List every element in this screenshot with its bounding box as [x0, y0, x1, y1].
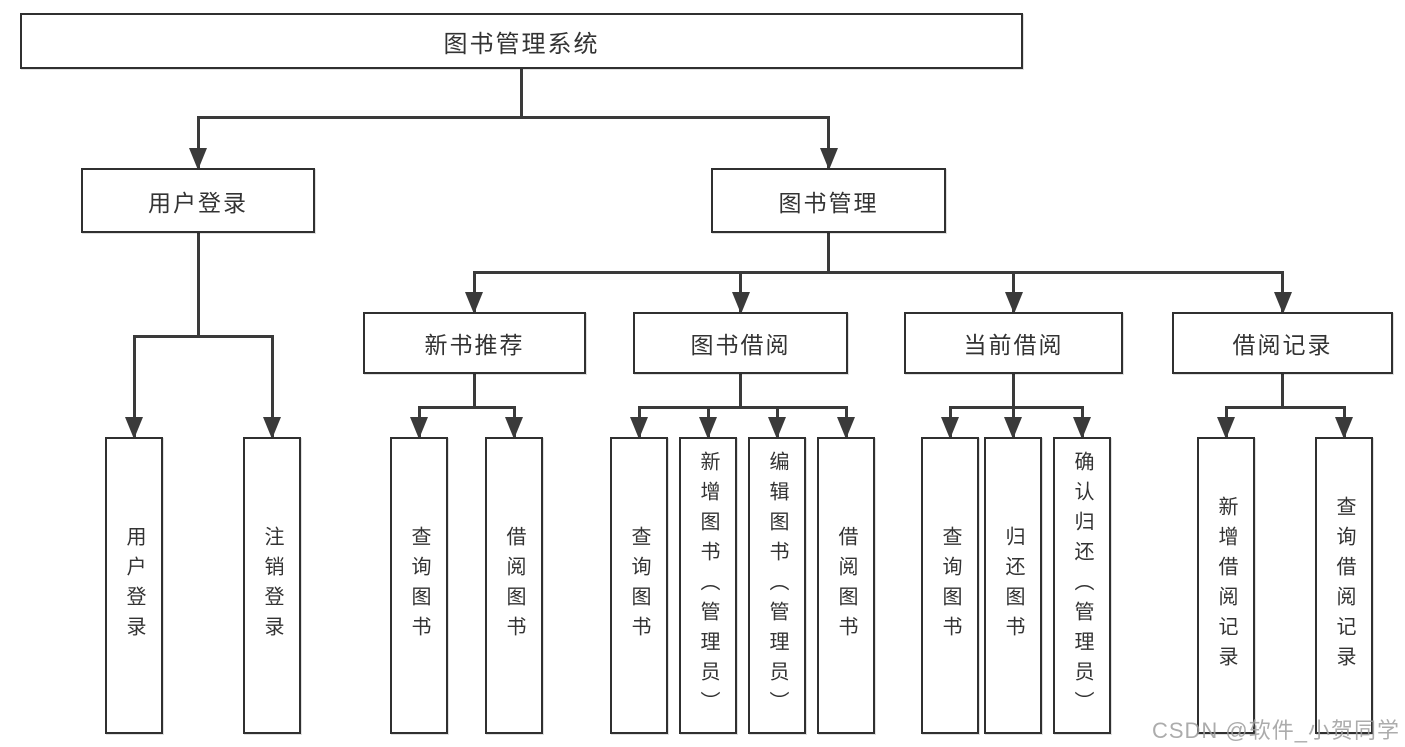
arrow-down-icon: [630, 417, 648, 439]
arrow-down-icon: [263, 417, 281, 439]
leaf-return-book: 归还图书: [984, 437, 1042, 734]
csdn-watermark: CSDN @软件_小贺同学: [1151, 718, 1400, 743]
leaf-add-borrow-record: 新增借阅记录: [1197, 437, 1255, 734]
leaf-edit-book-admin: 编辑图书（管理员）: [748, 437, 806, 734]
arrow-down-icon: [819, 148, 838, 170]
node-book-management: 图书管理: [711, 168, 946, 233]
leaf-add-book-admin: 新增图书（管理员）: [679, 437, 737, 734]
leaf-borrow-book-under-borrowing: 借阅图书: [817, 437, 875, 734]
node-current-borrowing: 当前借阅: [904, 312, 1123, 374]
arrow-down-icon: [410, 417, 428, 439]
leaf-borrow-book-under-recommend: 借阅图书: [485, 437, 543, 734]
node-user-login: 用户登录: [81, 168, 315, 233]
arrow-down-icon: [731, 292, 750, 314]
arrow-down-icon: [1217, 417, 1235, 439]
arrow-down-icon: [1073, 417, 1091, 439]
arrow-down-icon: [837, 417, 855, 439]
leaf-user-login: 用户登录: [105, 437, 163, 734]
arrow-down-icon: [699, 417, 717, 439]
connector-hline: [1224, 405, 1346, 409]
leaf-query-book-under-borrowing: 查询图书: [610, 437, 668, 734]
arrow-down-icon: [941, 417, 959, 439]
node-new-book-recommend: 新书推荐: [363, 312, 586, 374]
arrow-down-icon: [1004, 292, 1023, 314]
connector-vline: [132, 336, 136, 437]
leaf-query-borrow-record: 查询借阅记录: [1315, 437, 1373, 734]
arrow-down-icon: [1335, 417, 1353, 439]
connector-hline: [948, 405, 1084, 409]
connector-vline: [827, 117, 830, 168]
arrow-down-icon: [1004, 417, 1022, 439]
leaf-logout: 注销登录: [243, 437, 301, 734]
leaf-query-book-under-recommend: 查询图书: [390, 437, 448, 734]
arrow-down-icon: [189, 148, 207, 170]
arrow-down-icon: [768, 417, 786, 439]
connector-hline: [132, 334, 274, 338]
connector-hline: [417, 405, 516, 409]
connector-vline: [520, 69, 523, 119]
connector-vline: [473, 374, 476, 409]
node-book-borrowing: 图书借阅: [633, 312, 848, 374]
connector-vline: [827, 233, 830, 274]
node-borrowing-records: 借阅记录: [1172, 312, 1393, 374]
node-library-management-system: 图书管理系统: [20, 13, 1023, 69]
arrow-down-icon: [125, 417, 143, 439]
arrow-down-icon: [465, 292, 483, 314]
connector-hline: [637, 405, 848, 409]
arrow-down-icon: [1273, 292, 1292, 314]
connector-vline: [1012, 374, 1015, 409]
arrow-down-icon: [505, 417, 523, 439]
connector-vline: [270, 336, 274, 437]
connector-vline: [196, 117, 200, 168]
leaf-confirm-return-admin: 确认归还（管理员）: [1053, 437, 1111, 734]
connector-hline: [196, 115, 830, 119]
leaf-query-book-under-current: 查询图书: [921, 437, 979, 734]
connector-vline: [739, 374, 742, 409]
connector-vline: [196, 233, 200, 338]
connector-vline: [1281, 374, 1284, 409]
connector-hline: [472, 270, 1284, 274]
